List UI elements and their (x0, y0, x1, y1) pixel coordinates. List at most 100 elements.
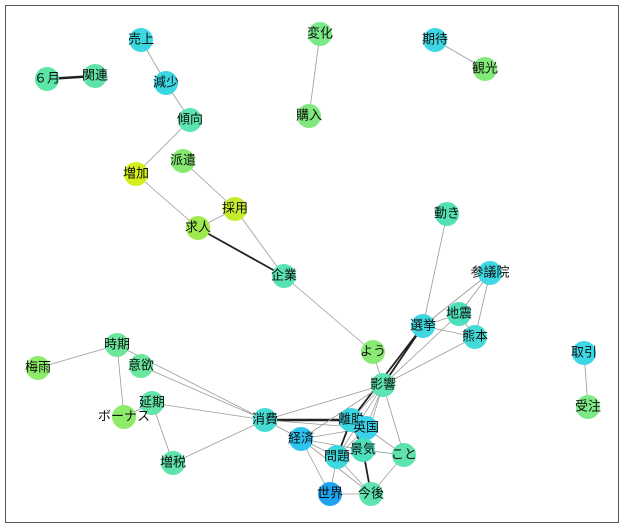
node-circle[interactable] (124, 162, 148, 186)
node-label: 地震 (446, 307, 472, 322)
node-circle[interactable] (83, 64, 107, 88)
node-circle[interactable] (223, 197, 247, 221)
edge-jishin-eikyou (382, 313, 460, 386)
node-label: 意欲 (128, 358, 154, 374)
node-circle[interactable] (423, 28, 447, 52)
node-kankou[interactable]: 観光 (472, 57, 498, 81)
node-label: よう (360, 345, 386, 360)
node-label: 企業 (271, 268, 297, 284)
node-circle[interactable] (318, 482, 342, 506)
node-label: 関連 (82, 69, 108, 84)
node-circle[interactable] (297, 104, 321, 128)
node-circle[interactable] (289, 427, 313, 451)
node-kounyuu[interactable]: 購入 (296, 104, 322, 128)
edge-jiki-tsuyu (37, 344, 118, 369)
node-circle[interactable] (435, 202, 459, 226)
node-label: 増加 (123, 167, 149, 182)
node-circle[interactable] (478, 261, 502, 285)
node-circle[interactable] (253, 408, 277, 432)
node-shouhi[interactable]: 消費 (252, 408, 278, 432)
node-label: 派遣 (170, 154, 196, 169)
node-kigyou[interactable]: 企業 (271, 264, 297, 288)
node-circle[interactable] (171, 149, 195, 173)
node-circle[interactable] (463, 325, 487, 349)
node-circle[interactable] (325, 445, 349, 469)
node-circle[interactable] (392, 443, 416, 467)
node-zouka[interactable]: 増加 (123, 162, 149, 186)
node-genshou[interactable]: 減少 (153, 71, 179, 95)
node-label: 消費 (252, 413, 278, 428)
node-kyuujin[interactable]: 求人 (185, 216, 211, 240)
node-jiki[interactable]: 時期 (104, 333, 130, 357)
node-kanren[interactable]: 関連 (82, 64, 108, 88)
node-jishin[interactable]: 地震 (446, 302, 472, 326)
node-sangiin[interactable]: 参議院 (470, 261, 510, 285)
node-label: 影響 (370, 377, 396, 393)
edge-zouzei-shouhi (172, 419, 266, 464)
node-label: 時期 (104, 338, 130, 353)
node-label: 観光 (472, 62, 498, 77)
node-label: 傾向 (177, 112, 203, 128)
node-label: 問題 (324, 450, 350, 465)
node-circle[interactable] (351, 438, 375, 462)
node-senkyo[interactable]: 選挙 (410, 314, 436, 338)
node-circle[interactable] (359, 482, 383, 506)
node-kongo[interactable]: 今後 (358, 482, 384, 506)
node-circle[interactable] (354, 416, 378, 440)
node-juchuu[interactable]: 受注 (575, 395, 601, 419)
node-kumamoto[interactable]: 熊本 (462, 325, 488, 349)
node-henka[interactable]: 変化 (307, 22, 333, 46)
node-circle[interactable] (161, 451, 185, 475)
node-circle[interactable] (576, 395, 600, 419)
node-you[interactable]: よう (360, 340, 386, 364)
node-circle[interactable] (447, 302, 471, 326)
node-circle[interactable] (140, 391, 164, 415)
node-label: 延期 (139, 396, 165, 411)
node-circle[interactable] (272, 264, 296, 288)
node-circle[interactable] (473, 57, 497, 81)
node-ugoki[interactable]: 動き (434, 202, 460, 226)
node-circle[interactable] (35, 67, 59, 91)
node-eikyou[interactable]: 影響 (370, 373, 396, 397)
node-circle[interactable] (129, 354, 153, 378)
node-keiki[interactable]: 景気 (350, 438, 376, 462)
node-koto[interactable]: こと (391, 443, 417, 467)
node-iyoku[interactable]: 意欲 (128, 354, 154, 378)
node-label: 期待 (422, 33, 448, 48)
edge-jiki-bonus (116, 344, 125, 418)
edge-enki-shouhi (151, 402, 266, 421)
node-circle[interactable] (112, 405, 136, 429)
node-circle[interactable] (105, 333, 129, 357)
node-circle[interactable] (129, 28, 153, 52)
node-6gatsu[interactable]: ６月 (34, 67, 60, 91)
node-circle[interactable] (186, 216, 210, 240)
node-circle[interactable] (371, 373, 395, 397)
node-bonus[interactable]: ボーナス (98, 405, 150, 429)
node-tsuyu[interactable]: 梅雨 (25, 356, 51, 380)
node-eikoku[interactable]: 英国 (353, 416, 379, 440)
node-circle[interactable] (411, 314, 435, 338)
node-uriage[interactable]: 売上 (128, 28, 154, 52)
node-circle[interactable] (178, 108, 202, 132)
node-circle[interactable] (361, 340, 385, 364)
node-zouzei[interactable]: 増税 (160, 451, 186, 475)
node-enki[interactable]: 延期 (139, 391, 165, 415)
node-label: 参議院 (470, 265, 509, 281)
node-label: 売上 (128, 32, 154, 48)
node-label: 変化 (307, 26, 333, 42)
node-sekai[interactable]: 世界 (317, 482, 343, 506)
node-haken[interactable]: 派遣 (170, 149, 196, 173)
node-circle[interactable] (572, 341, 596, 365)
node-label: 梅雨 (25, 361, 51, 376)
node-keizai[interactable]: 経済 (288, 427, 314, 451)
node-keikou[interactable]: 傾向 (177, 108, 203, 132)
node-torihiki[interactable]: 取引 (571, 341, 597, 365)
node-circle[interactable] (154, 71, 178, 95)
node-circle[interactable] (26, 356, 50, 380)
node-circle[interactable] (308, 22, 332, 46)
edge-kigyou-you (283, 275, 374, 353)
node-label: 経済 (288, 431, 314, 447)
node-kitai[interactable]: 期待 (422, 28, 448, 52)
node-mondai[interactable]: 問題 (324, 445, 350, 469)
node-saiyou[interactable]: 採用 (222, 197, 248, 221)
